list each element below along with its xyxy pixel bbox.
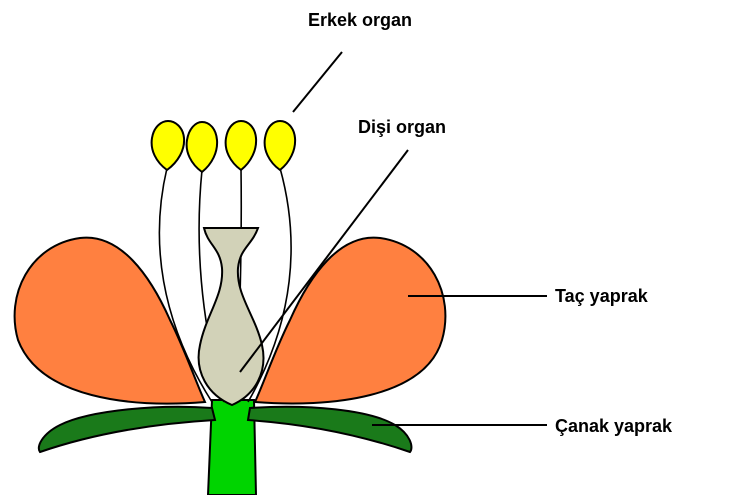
label-male-organ: Erkek organ [308,10,412,30]
pistil [199,228,264,405]
label-sepal: Çanak yaprak [555,416,673,436]
sepal-left [39,407,215,452]
anther-3 [226,121,256,170]
anther-2 [187,122,217,172]
petal-left [15,238,205,404]
leader-male-organ [293,52,342,112]
anthers [152,121,295,172]
label-female-organ: Dişi organ [358,117,446,137]
petal-right [255,238,445,404]
label-petal: Taç yaprak [555,286,649,306]
anther-1 [152,121,184,170]
anther-4 [265,121,295,170]
sepal-right [248,407,411,452]
